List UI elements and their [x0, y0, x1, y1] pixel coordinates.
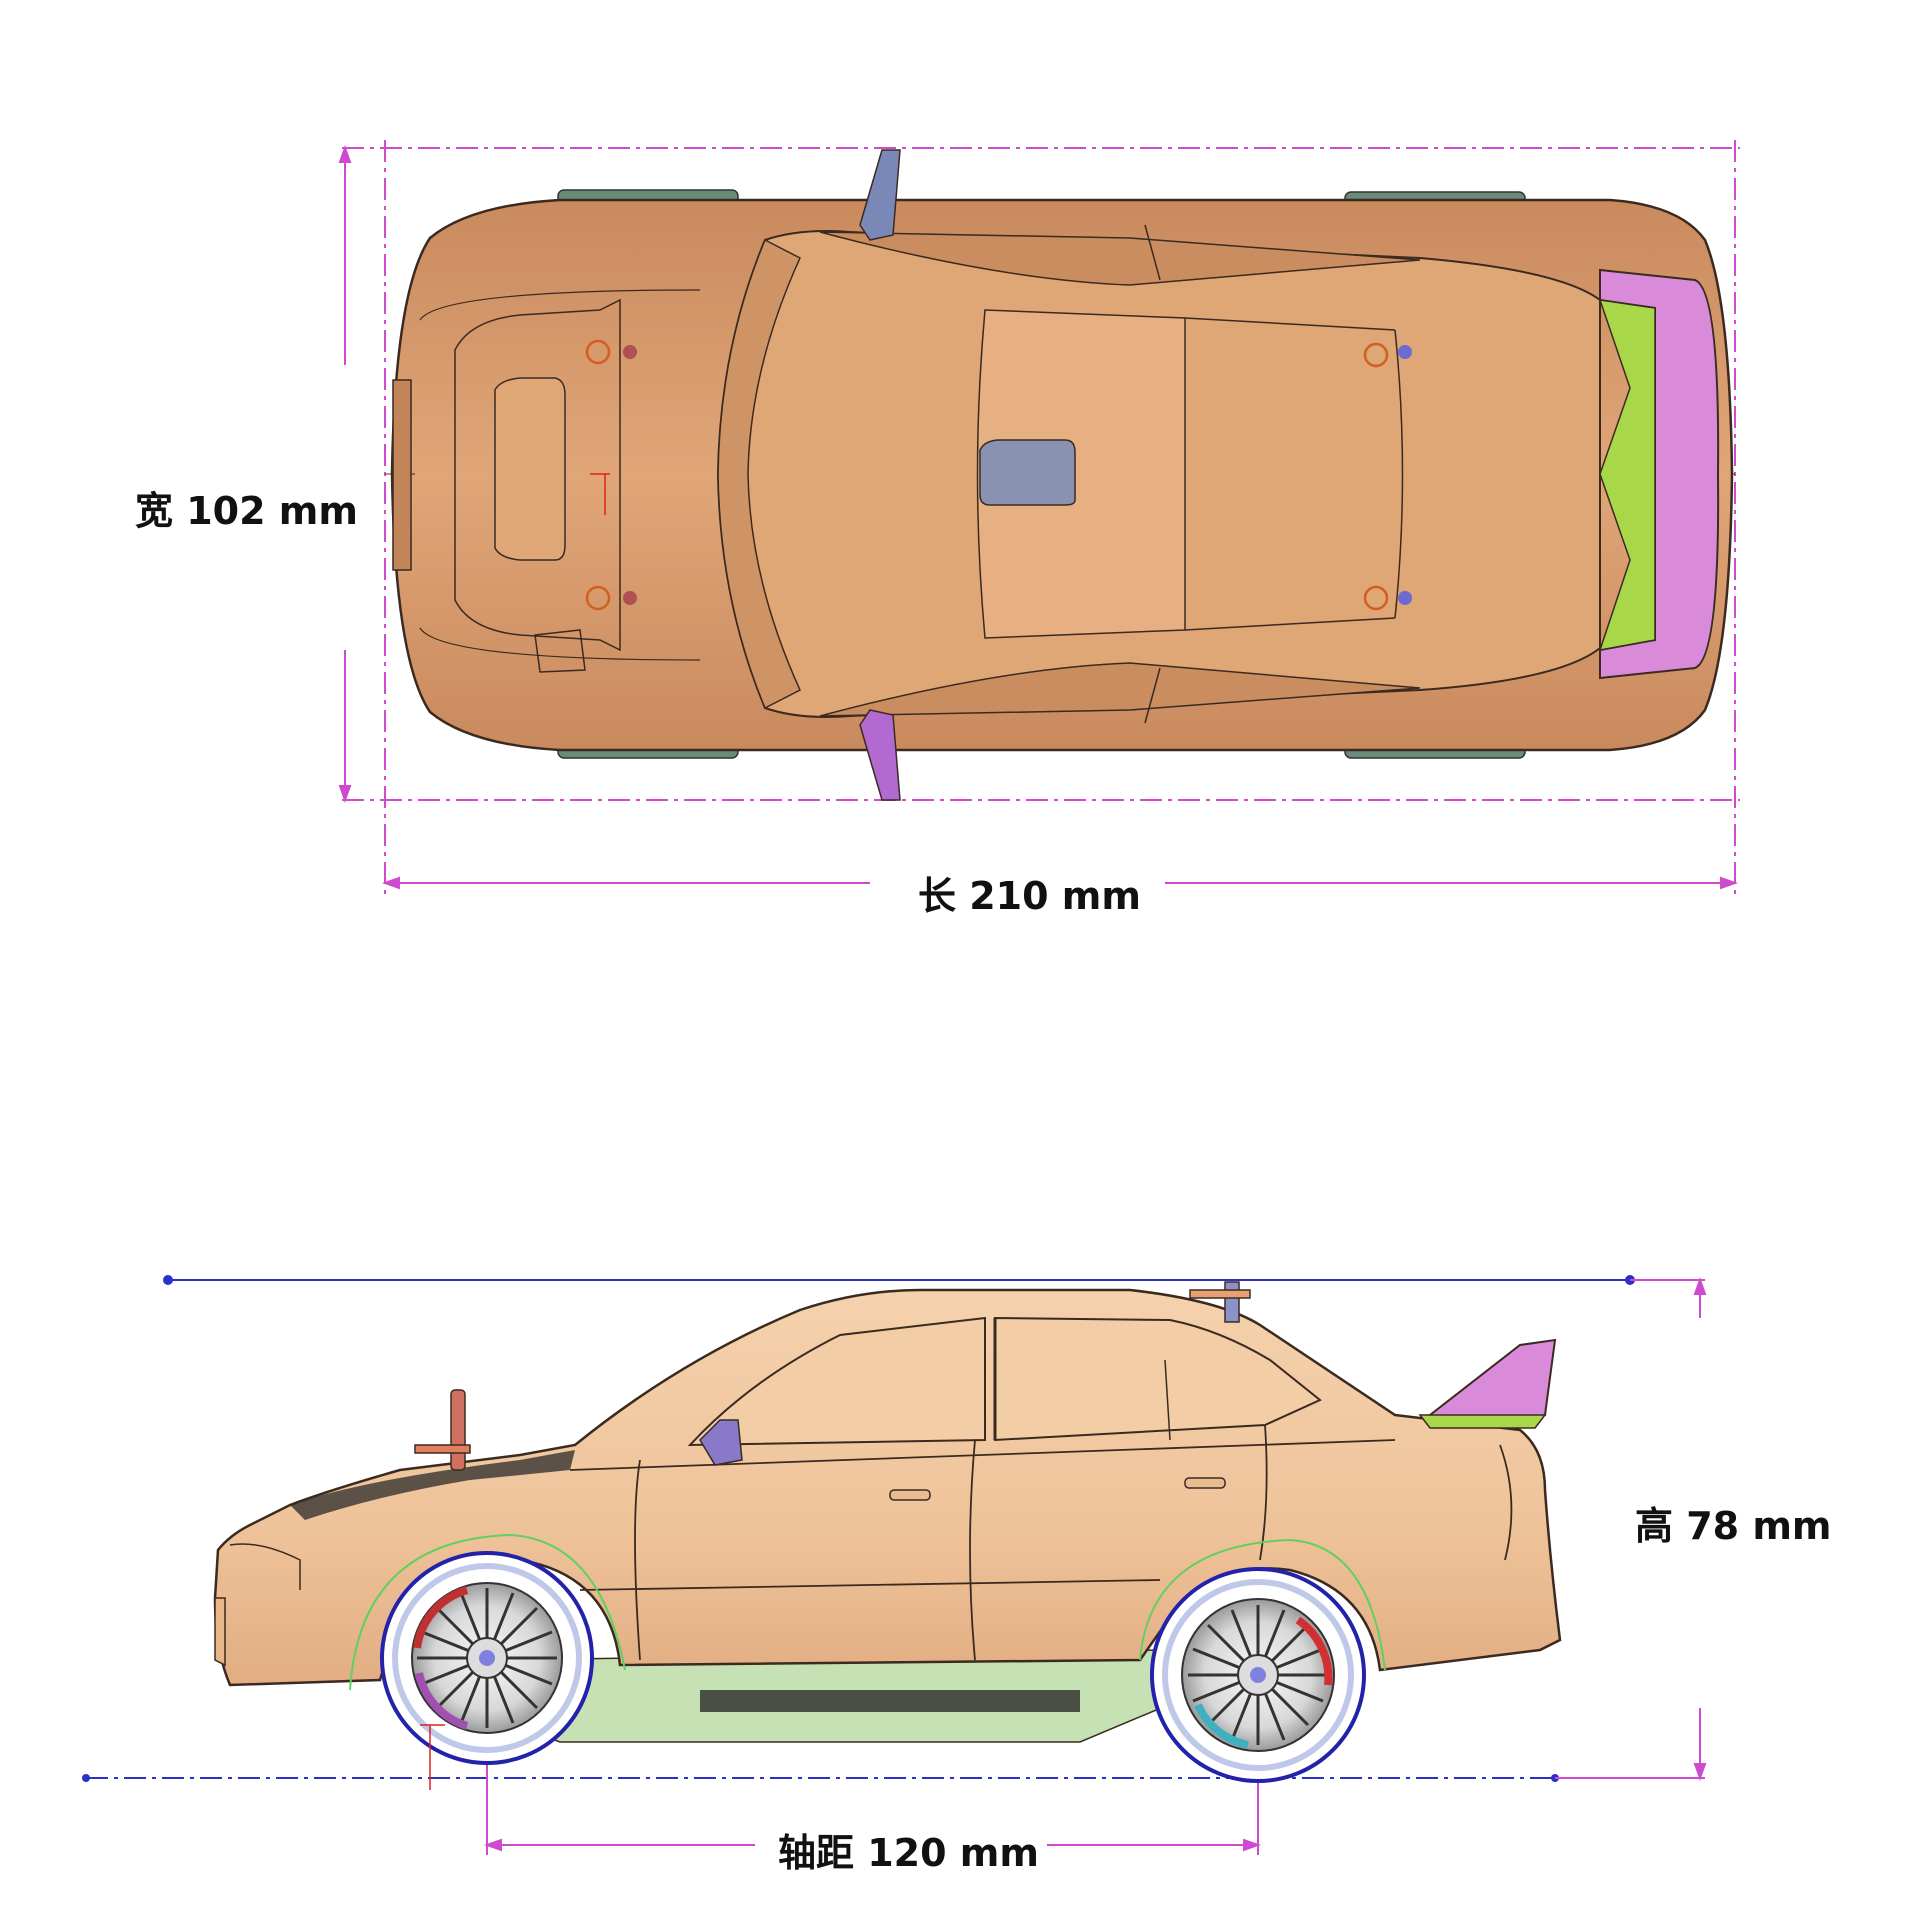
width-label: 宽 102 mm: [135, 480, 358, 535]
side-hood-post: [414, 1389, 471, 1471]
front-wheel: [380, 1551, 594, 1765]
top-rear-wing-green: [1598, 299, 1656, 651]
length-dimension-line: [382, 876, 1738, 890]
side-door-handle-front: [889, 1489, 931, 1501]
side-view: [82, 1275, 1707, 1855]
top-roof-vent: [979, 439, 1076, 506]
side-rear-wing-green: [1418, 1414, 1547, 1429]
width-dimension-line: [338, 145, 352, 803]
top-rear-wing: [1599, 268, 1720, 680]
rear-wheel: [1150, 1567, 1366, 1783]
top-front-grille: [392, 379, 412, 571]
top-mirror-left: [859, 149, 901, 241]
wheelbase-label: 轴距 120 mm: [770, 1822, 1047, 1877]
side-top-line: [163, 1275, 1635, 1285]
side-roof-post: [1189, 1281, 1251, 1323]
side-door-handle-rear: [1184, 1477, 1226, 1489]
side-origin-marker: [420, 1724, 445, 1790]
top-roof: [976, 309, 1186, 639]
side-rear-wing: [1427, 1338, 1557, 1427]
top-origin-marker: [590, 473, 610, 515]
side-window-rear: [994, 1316, 1322, 1442]
top-view: [338, 140, 1740, 895]
height-dimension-line: [1693, 1277, 1707, 1781]
side-door-lines: [569, 1424, 1396, 1661]
side-window-front: [687, 1316, 986, 1447]
top-hood-scoop: [494, 377, 566, 561]
top-mirror-right: [859, 709, 901, 801]
top-hood-pins: [585, 339, 1389, 611]
length-label: 长 210 mm: [910, 865, 1149, 920]
top-dimension-frame: [342, 140, 1740, 895]
side-mirror: [699, 1419, 743, 1466]
height-label: 高 78 mm: [1635, 1495, 1832, 1550]
top-windshield: [717, 238, 801, 710]
